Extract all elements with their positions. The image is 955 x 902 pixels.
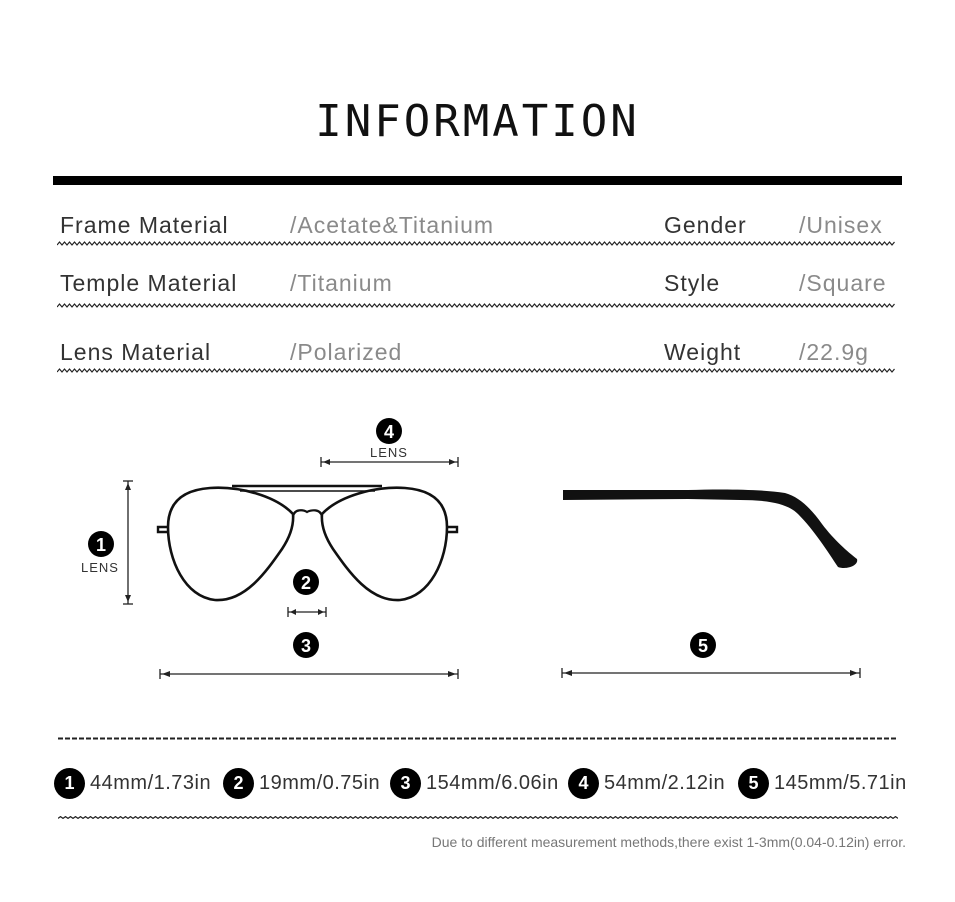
spec-value: /Titanium — [290, 270, 393, 296]
measurement-number: 3 — [390, 767, 421, 799]
spec-value: /Polarized — [290, 339, 403, 365]
measurement-number: 4 — [568, 767, 599, 799]
measurement-item: 5 145mm/5.71in — [738, 767, 907, 799]
measurement-number: 1 — [54, 767, 85, 799]
measurement-value: 44mm/1.73in — [90, 771, 212, 794]
measurement-value: 154mm/6.06in — [426, 771, 559, 794]
marker-3: 3 — [293, 632, 319, 658]
lens-height-label: LENS — [81, 560, 119, 575]
measurement-item: 4 54mm/2.12in — [568, 767, 725, 799]
marker-5: 5 — [690, 632, 716, 658]
marker-4: 4 — [376, 418, 402, 444]
spec-value: /Square — [799, 270, 887, 296]
spec-label: Weight — [664, 339, 742, 365]
temple-arm-illustration — [563, 489, 858, 569]
measurement-number: 5 — [738, 767, 769, 799]
spec-label: Lens Material — [60, 339, 212, 365]
wavy-divider — [57, 368, 895, 373]
marker-3-number: 3 — [301, 636, 311, 656]
spec-label: Style — [664, 270, 721, 296]
spec-row-lens-material: Lens Material /Polarized Weight /22.9g — [57, 339, 895, 379]
marker-2-number: 2 — [301, 573, 311, 593]
wavy-divider — [57, 241, 895, 246]
spec-label: Frame Material — [60, 212, 229, 238]
marker-5-number: 5 — [698, 636, 708, 656]
spec-label: Gender — [664, 212, 747, 238]
glasses-diagram: 4 LENS 1 LENS 2 3 — [81, 418, 861, 679]
glasses-front-illustration — [156, 484, 459, 602]
marker-1-number: 1 — [96, 535, 106, 555]
spec-label: Temple Material — [60, 270, 238, 296]
measurement-item: 3 154mm/6.06in — [390, 767, 559, 799]
measurement-item: 1 44mm/1.73in — [54, 767, 211, 799]
measurement-value: 19mm/0.75in — [259, 771, 381, 794]
lens-width-label: LENS — [370, 445, 408, 460]
marker-1: 1 — [88, 531, 114, 557]
measurement-note: Due to different measurement methods,the… — [431, 834, 906, 850]
measurement-item: 2 19mm/0.75in — [223, 767, 380, 799]
spec-value: /Acetate&Titanium — [290, 212, 495, 238]
marker-2: 2 — [293, 569, 319, 595]
spec-value: /Unisex — [799, 212, 883, 238]
marker-4-number: 4 — [384, 422, 394, 442]
page-title: INFORMATION — [315, 96, 640, 147]
measurement-value: 145mm/5.71in — [774, 771, 907, 794]
spec-row-temple-material: Temple Material /Titanium Style /Square — [57, 270, 895, 310]
spec-value: /22.9g — [799, 339, 869, 365]
wavy-divider — [57, 303, 895, 308]
dashed-divider — [58, 737, 898, 740]
wavy-divider-bottom — [58, 816, 898, 819]
header-rule — [53, 176, 902, 185]
measurement-value: 54mm/2.12in — [604, 771, 726, 794]
measurement-number: 2 — [223, 767, 254, 799]
spec-row-frame-material: Frame Material /Acetate&Titanium Gender … — [57, 212, 895, 252]
